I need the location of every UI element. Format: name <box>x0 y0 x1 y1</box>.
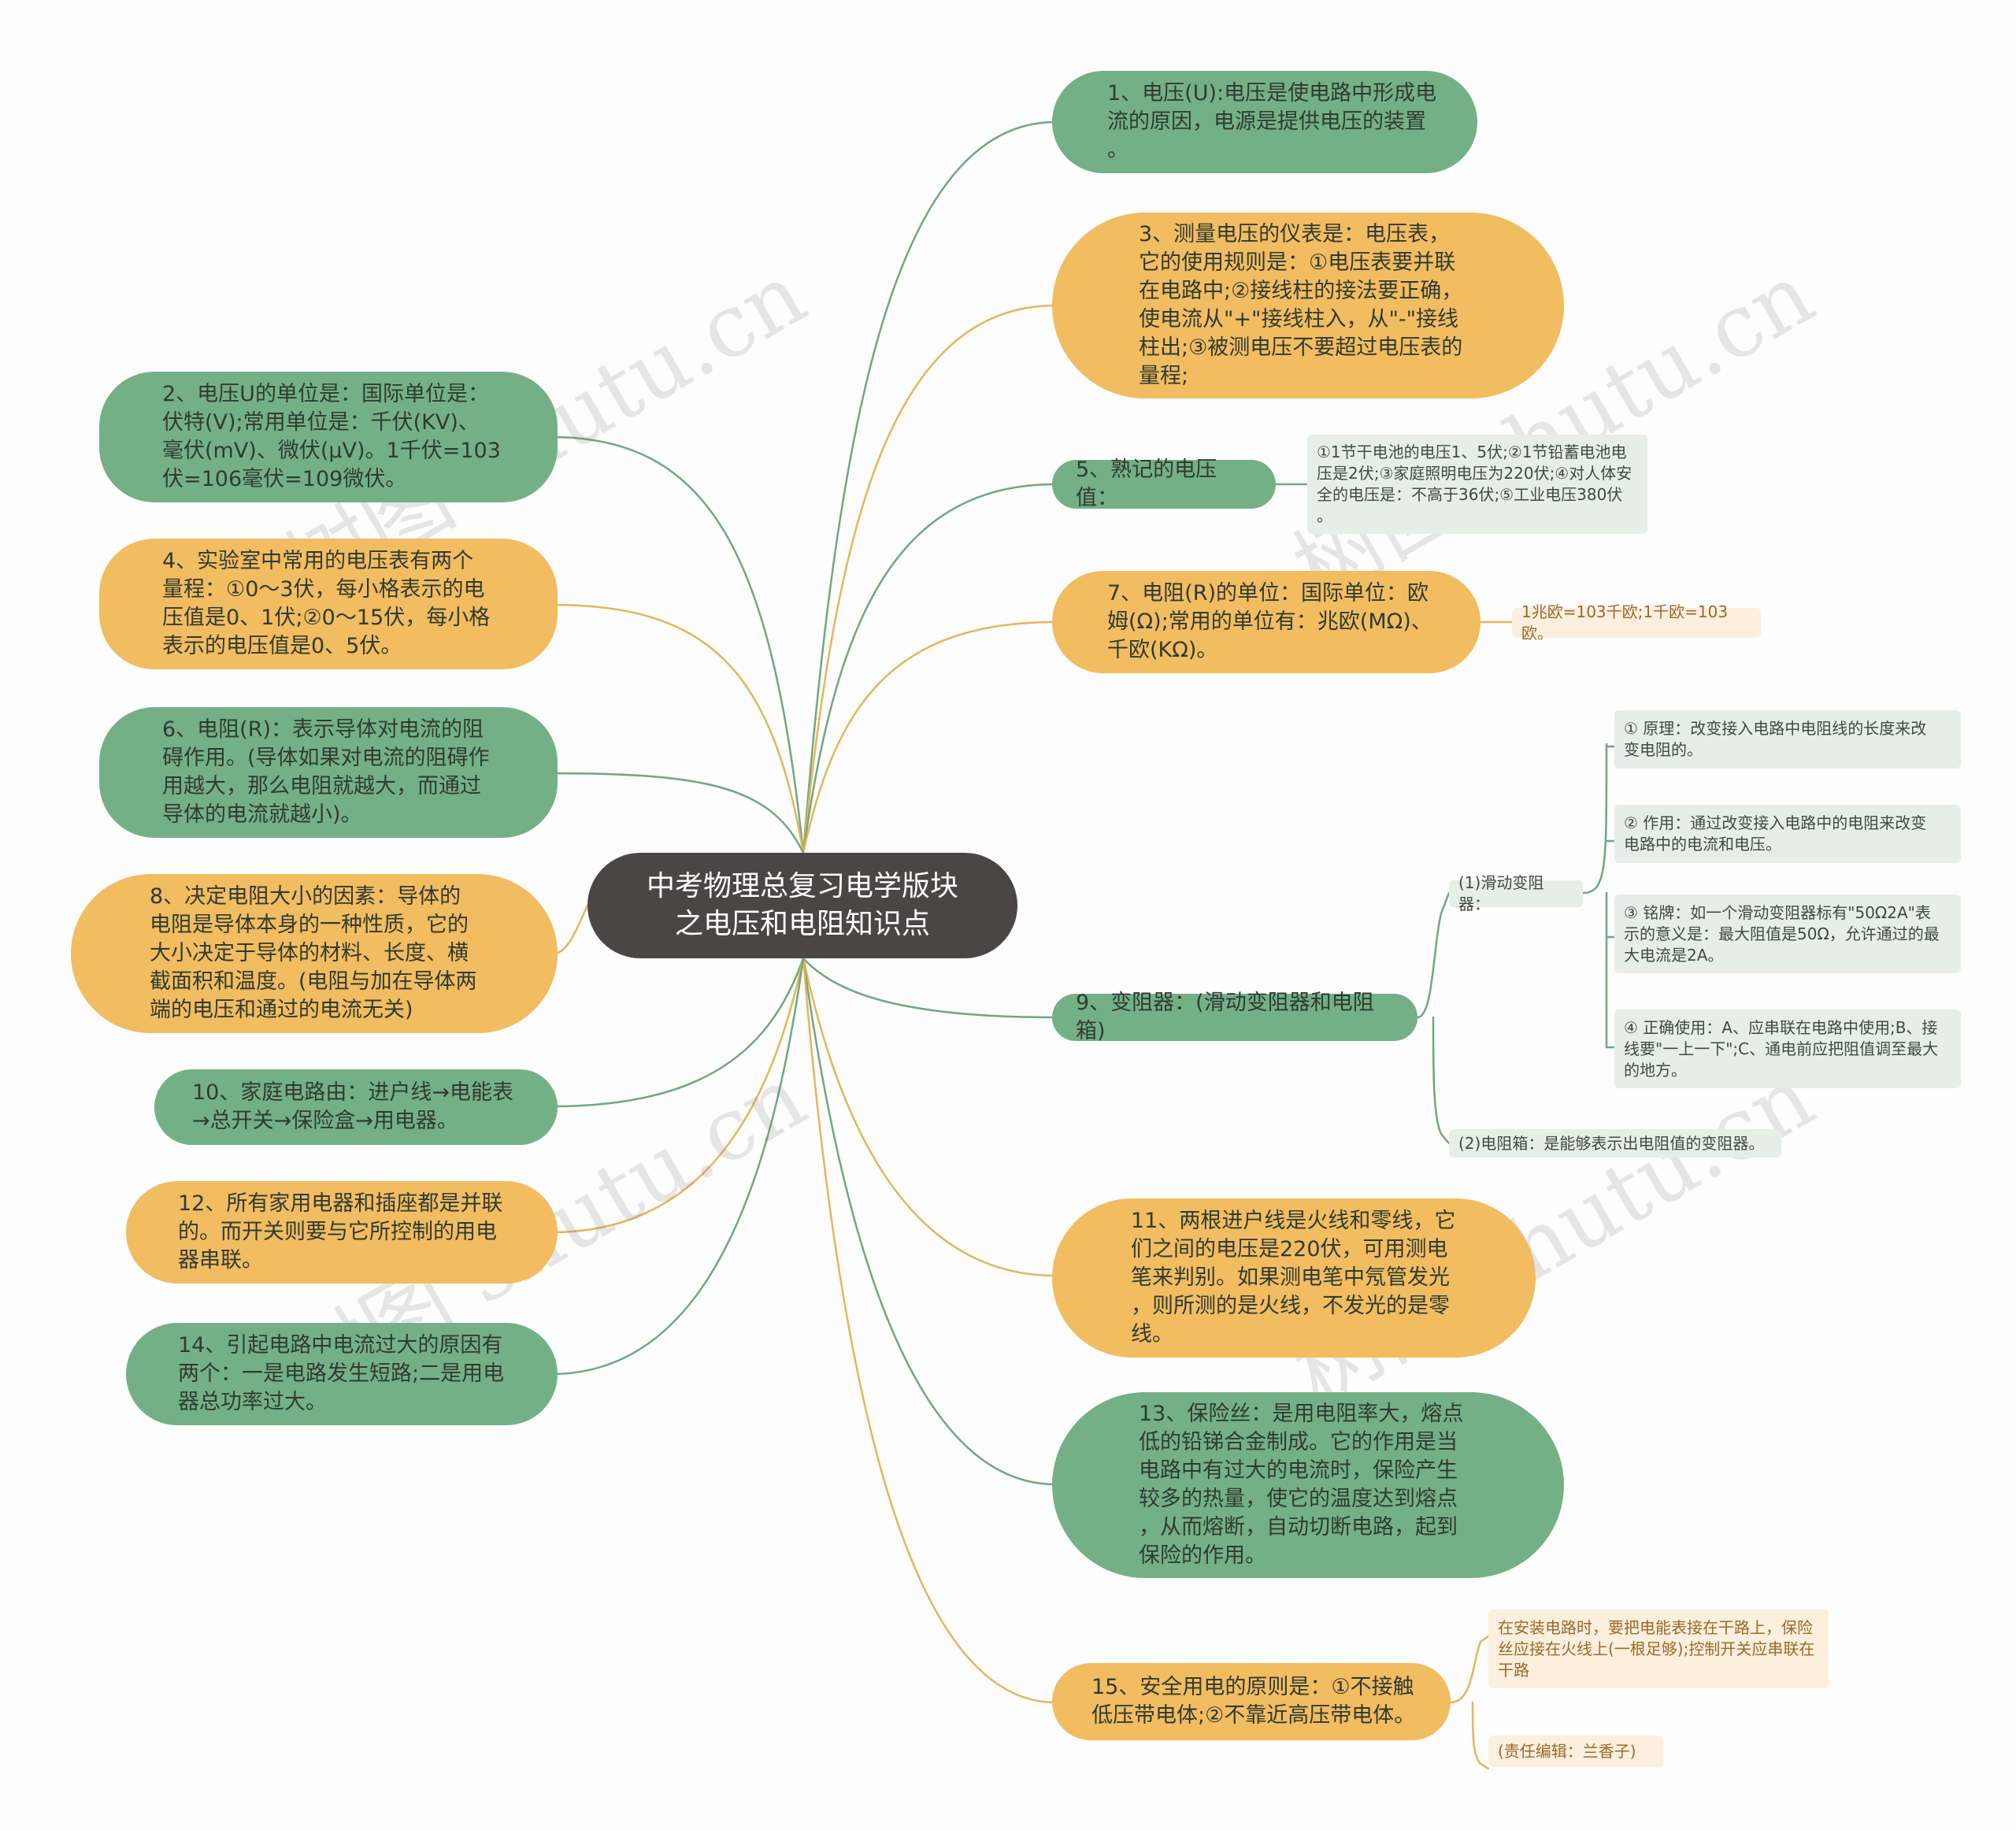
link-n5 <box>802 483 1057 854</box>
topic-resistance-definition[interactable]: 6、电阻(R)：表示导体对电流的阻 碍作用。(导体如果对电流的阻碍作 用越大，那… <box>99 707 558 838</box>
topic-parallel-appliances[interactable]: 12、所有家用电器和插座都是并联 的。而开关则要与它所控制的用电 器串联。 <box>126 1181 558 1284</box>
link-n12 <box>550 957 805 1234</box>
topic-rheostat[interactable]: 9、变阻器：(滑动变阻器和电阻箱) <box>1052 991 1418 1043</box>
link-n7 <box>802 620 1057 854</box>
leaf-voltage-values[interactable]: ①1节干电池的电压1、5伏;②1节铅蓄电池电 压是2伏;③家庭照明电压为220伏… <box>1307 435 1647 534</box>
leaf-slide-usage[interactable]: ④ 正确使用：A、应串联在电路中使用;B、接 线要"一上一下";C、通电前应把阻… <box>1614 1009 1961 1088</box>
leaf-slide-nameplate[interactable]: ③ 铭牌：如一个滑动变阻器标有"50Ω2A"表 示的意义是：最大阻值是50Ω，允… <box>1614 895 1961 973</box>
topic-live-neutral-wire[interactable]: 11、两根进户线是火线和零线，它 们之间的电压是220伏，可用测电 笔来判别。如… <box>1052 1198 1536 1358</box>
link-n11 <box>802 957 1057 1277</box>
root-topic[interactable]: 中考物理总复习电学版块 之电压和电阻知识点 <box>587 853 1017 958</box>
topic-voltage-unit[interactable]: 2、电压U的单位是：国际单位是： 伏特(V);常用单位是：千伏(KV)、 毫伏(… <box>99 372 558 502</box>
topic-voltage-definition[interactable]: 1、电压(U):电压是使电路中形成电 流的原因，电源是提供电压的装置 。 <box>1052 71 1477 173</box>
topic-voltage-values[interactable]: 5、熟记的电压值： <box>1052 458 1276 510</box>
link-n14 <box>550 957 805 1376</box>
leaf-editor[interactable]: (责任编辑：兰香子) <box>1488 1736 1663 1767</box>
leaf-slide-rheostat[interactable]: (1)滑动变阻器： <box>1449 873 1583 913</box>
link-n3 <box>802 304 1057 854</box>
link-n15 <box>802 957 1057 1704</box>
topic-overcurrent-causes[interactable]: 14、引起电路中电流过大的原因有 两个：一是电路发生短路;二是用电 器总功率过大… <box>126 1323 558 1425</box>
leaf-resistance-box[interactable]: (2)电阻箱：是能够表示出电阻值的变阻器。 <box>1449 1129 1781 1158</box>
root-title: 中考物理总复习电学版块 之电压和电阻知识点 <box>646 870 958 940</box>
leaf-slide-principle[interactable]: ① 原理：改变接入电路中电阻线的长度来改 变电阻的。 <box>1614 710 1961 769</box>
topic-safety-principle[interactable]: 15、安全用电的原则是：①不接触 低压带电体;②不靠近高压带电体。 <box>1052 1663 1451 1740</box>
link-n10 <box>550 957 805 1108</box>
link-n15-branch <box>1449 1635 1490 1770</box>
topic-voltmeter[interactable]: 3、测量电压的仪表是：电压表， 它的使用规则是：①电压表要并联 在电路中;②接线… <box>1052 213 1564 398</box>
topic-home-circuit[interactable]: 10、家庭电路由：进户线→电能表 →总开关→保险盒→用电器。 <box>154 1069 558 1145</box>
link-n4 <box>550 603 805 854</box>
topic-resistance-factors[interactable]: 8、决定电阻大小的因素：导体的 电阻是导体本身的一种性质，它的 大小决定于导体的… <box>71 874 558 1033</box>
topic-lab-voltmeter[interactable]: 4、实验室中常用的电压表有两个 量程：①0～3伏，每小格表示的电 压值是0、1伏… <box>99 539 558 669</box>
link-n1 <box>802 120 1057 854</box>
link-n6 <box>550 772 805 854</box>
link-n13 <box>802 957 1057 1486</box>
leaf-installation-note[interactable]: 在安装电路时，要把电能表接在干路上，保险 丝应接在火线上(一根足够);控制开关应… <box>1488 1610 1829 1688</box>
link-n9 <box>802 957 1057 1019</box>
link-n9-branch <box>1416 891 1451 1145</box>
leaf-slide-function[interactable]: ② 作用：通过改变接入电路中的电阻来改变 电路中的电流和电压。 <box>1614 805 1961 863</box>
link-slide-items <box>1581 743 1616 1049</box>
link-n2 <box>550 435 805 854</box>
topic-fuse[interactable]: 13、保险丝：是用电阻率大，熔点 低的铅锑合金制成。它的作用是当 电路中有过大的… <box>1052 1392 1564 1578</box>
topic-resistance-unit[interactable]: 7、电阻(R)的单位：国际单位：欧 姆(Ω);常用的单位有：兆欧(MΩ)、 千欧… <box>1052 571 1480 673</box>
leaf-resistance-conversion[interactable]: 1兆欧=103千欧;1千欧=103欧。 <box>1512 602 1761 643</box>
